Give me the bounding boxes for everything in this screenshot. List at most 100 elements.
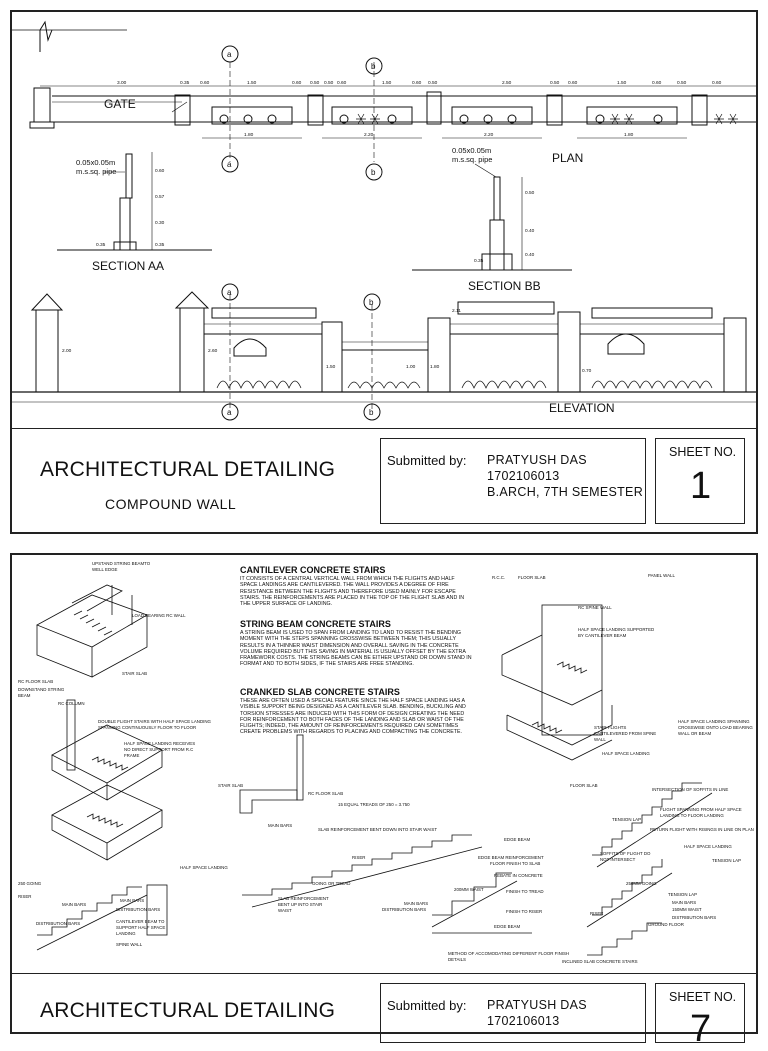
- note: DISTRIBUTION BARS: [36, 921, 80, 926]
- stairs-drawing: UPSTAND STRING BEAMTO WELL EDGE LOAD BEA…: [18, 561, 754, 964]
- note: DISTRIBUTION BARS: [672, 915, 716, 920]
- marker-a-bottom: a: [227, 160, 232, 169]
- dim-plan-top: 0.50: [324, 80, 334, 86]
- note: BY CANTILEVER BEAM: [578, 633, 627, 638]
- note: DISTRIBUTION BARS: [116, 907, 160, 912]
- dim-elevation: 1.50: [326, 364, 336, 370]
- note: DOWNSTAND STRING: [18, 687, 65, 692]
- note: SOFFITS OF FLIGHT DO: [600, 851, 651, 856]
- note: FLOOR SLAB: [570, 783, 598, 788]
- note: LANDING TO FLOOR LANDING: [660, 813, 724, 818]
- roll-number: 1702106013: [487, 1014, 560, 1028]
- pipe-note-left: 0.05x0.05m: [76, 158, 115, 167]
- note: CROSSWISE ONTO LOAD BEARING: [678, 725, 753, 730]
- dim-plan-top: 0.60: [568, 80, 578, 86]
- note: MAIN BARS: [404, 901, 428, 906]
- note: TENSION LAP: [668, 892, 697, 897]
- note: LANDING: [116, 931, 136, 936]
- para-cantilever: It consists of a central vertical wall f…: [240, 576, 465, 608]
- dim-section-bb: 0.35: [474, 258, 484, 264]
- note: MAIN BARS: [672, 900, 696, 905]
- sheet-number: 1: [690, 465, 712, 507]
- dim-plan-top: 1.50: [617, 80, 627, 86]
- note: RC SPINE WALL: [578, 605, 612, 610]
- dim-section-bb: 0.40: [525, 228, 535, 234]
- note: 150MM WAIST: [672, 907, 702, 912]
- note: EDGE BEAM REINFORCEMENT: [478, 855, 544, 860]
- note: FLOOR SLAB: [518, 575, 546, 580]
- note: DISTRIBUTION BARS: [382, 907, 426, 912]
- note: RISER: [352, 855, 365, 860]
- sheet-number-box: SHEET NO. 7: [655, 983, 745, 1050]
- submitted-box: Submitted by: PRATYUSH DAS 1702106013 B.…: [380, 438, 646, 524]
- section-aa-label: SECTION AA: [92, 259, 164, 273]
- elevation-label: ELEVATION: [549, 401, 615, 415]
- note: EDGE BEAM: [494, 924, 520, 929]
- dim-elevation: 2.11: [452, 308, 461, 314]
- sheet2-title: ARCHITECTURAL DETAILING: [40, 999, 336, 1022]
- note: RC FLOOR SLAB: [18, 679, 53, 684]
- dim-plan-top: 0.60: [652, 80, 662, 86]
- note: WALL: [594, 737, 606, 742]
- marker-a-elev-top: a: [227, 288, 232, 297]
- dim-plan-top: 3.00: [117, 80, 127, 86]
- note: TENSION LAP: [712, 858, 741, 863]
- note: MAIN BARS: [62, 902, 86, 907]
- note: STAIR SLAB: [218, 783, 243, 788]
- note: DOUBLE FLIGHT STAIRS WITH HALF SPACE LAN…: [98, 719, 212, 724]
- dim-plan-top: 0.60: [292, 80, 302, 86]
- note: EDGE BEAM: [504, 837, 530, 842]
- note: NOT INTERSECT: [600, 857, 636, 862]
- sheet1-subtitle: COMPOUND WALL: [105, 496, 237, 512]
- marker-b-bottom: b: [371, 168, 376, 177]
- dim-section-aa: 0.60: [155, 168, 165, 174]
- note: INTERSECTION OF SOFFITS IN LINE: [652, 787, 728, 792]
- dim-elevation: 1.00: [406, 364, 416, 370]
- marker-b-elev-top: b: [369, 298, 374, 307]
- dim-plan-bottom: 2.20: [484, 132, 494, 138]
- note: REBATE IN CONCRETE: [494, 873, 543, 878]
- note: 250MM GOING: [626, 881, 657, 886]
- dim-section-aa: 0.57: [155, 194, 165, 200]
- note: HALF SPACE LANDING: [602, 751, 650, 756]
- dim-section-bb: 0.40: [525, 252, 535, 258]
- para-cranked-slab: These are often used a special feature s…: [240, 698, 466, 736]
- plan-label: PLAN: [552, 151, 583, 165]
- pipe-note-right-2: m.s.sq. pipe: [452, 155, 492, 164]
- note: FINISH TO TREAD: [506, 889, 544, 894]
- title-block-divider: [12, 973, 756, 974]
- dim-elevation: 2.00: [62, 348, 72, 354]
- dim-section-aa: 0.35: [96, 242, 106, 248]
- sheet-number-box: SHEET NO. 1: [655, 438, 745, 524]
- note: NO DIRECT SUPPORT FROM R.C: [124, 747, 193, 752]
- note: CANTILEVER BEAM TO: [116, 919, 165, 924]
- note: MAIN BARS: [120, 898, 144, 903]
- course: B.ARCH, 7TH SEMESTER: [487, 485, 644, 499]
- note: HALF SPACE LANDING: [180, 865, 228, 870]
- note: FRAME: [124, 753, 139, 758]
- note: WELL EDGE: [92, 567, 118, 572]
- dim-section-aa: 0.30: [155, 220, 165, 226]
- note: SUPPORT HALF SPACE: [116, 925, 165, 930]
- dim-plan-bottom: 1.80: [244, 132, 254, 138]
- marker-b-elev-bottom: b: [369, 408, 374, 417]
- note: DETAILS: [448, 957, 466, 962]
- dim-elevation: 0.70: [582, 368, 592, 374]
- note: BENT UP INTO STAIR: [278, 902, 322, 907]
- para-string-beam: A string beam is used to span from landi…: [240, 630, 472, 668]
- note: TENSION LAP: [612, 817, 641, 822]
- note: STAIR SLAB: [122, 671, 147, 676]
- note: WAIST: [278, 908, 292, 913]
- sheet-no-label: SHEET NO.: [669, 990, 737, 1004]
- submitted-box: Submitted by: PRATYUSH DAS 1702106013: [380, 983, 646, 1043]
- note: WALL OR BEAM: [678, 731, 711, 736]
- note: 200MM WAIST: [454, 887, 484, 892]
- note: PANEL WALL: [648, 573, 675, 578]
- note: RC COLUMN: [58, 701, 85, 706]
- dim-plan-bottom: 1.80: [624, 132, 634, 138]
- compound-wall-drawing: GATE PLAN SECTION AA SECTION BB ELEVATIO…: [12, 20, 756, 421]
- note: 250 GOING: [18, 881, 42, 886]
- submitted-label: Submitted by:: [387, 998, 467, 1013]
- pipe-note-left-2: m.s.sq. pipe: [76, 167, 116, 176]
- gate-label: GATE: [104, 97, 136, 111]
